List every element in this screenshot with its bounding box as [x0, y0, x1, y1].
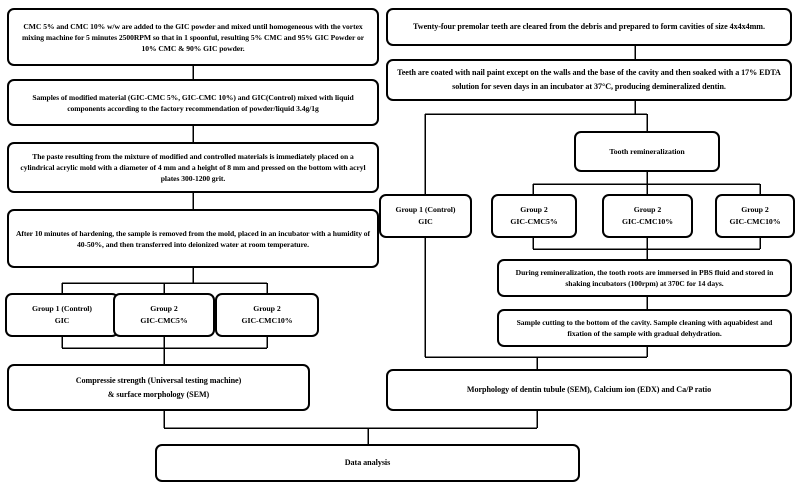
node-left-step4: After 10 minutes of hardening, the sampl…: [7, 209, 379, 268]
node-left-step2: Samples of modified material (GIC-CMC 5%…: [7, 79, 379, 126]
node-data-analysis: Data analysis: [155, 444, 580, 482]
node-right-step4: Sample cutting to the bottom of the cavi…: [497, 309, 792, 347]
node-right-group1-control-text: Group 1 (Control) GIC: [395, 205, 456, 226]
node-right-outcome-text: Morphology of dentin tubule (SEM), Calci…: [466, 385, 712, 395]
node-right-step4-text: Sample cutting to the bottom of the cavi…: [516, 318, 773, 338]
node-right-group2-cmc10-a: Group 2 GIC-CMC10%: [602, 194, 693, 238]
node-right-group2-cmc10-b: Group 2 GIC-CMC10%: [715, 194, 795, 238]
node-left-group1-control-text: Group 1 (Control) GIC: [32, 304, 92, 325]
node-left-group2-cmc5-text: Group 2 GIC-CMC5%: [140, 304, 188, 325]
node-left-group2-cmc10-text: Group 2 GIC-CMC10%: [241, 304, 293, 325]
node-right-step3-text: During remineralization, the tooth roots…: [515, 268, 774, 288]
node-tooth-remineralization: Tooth remineralization: [574, 131, 720, 172]
node-right-step2-text: Teeth are coated with nail paint except …: [397, 68, 781, 91]
node-right-step1-text: Twenty-four premolar teeth are cleared f…: [413, 22, 765, 32]
node-left-step2-text: Samples of modified material (GIC-CMC 5%…: [32, 92, 354, 113]
node-left-outcome: Compressie strength (Universal testing m…: [7, 364, 310, 411]
node-right-step1: Twenty-four premolar teeth are cleared f…: [386, 8, 792, 46]
node-data-analysis-text: Data analysis: [344, 458, 391, 468]
node-right-group2-cmc5: Group 2 GIC-CMC5%: [491, 194, 577, 238]
node-right-group2-cmc5-text: Group 2 GIC-CMC5%: [510, 205, 558, 226]
node-left-outcome-text: Compressie strength (Universal testing m…: [75, 375, 242, 399]
node-left-group2-cmc10: Group 2 GIC-CMC10%: [215, 293, 319, 337]
node-left-step1-text: CMC 5% and CMC 10% w/w are added to the …: [21, 21, 365, 53]
node-left-step3-text: The paste resulting from the mixture of …: [20, 152, 366, 183]
node-left-step4-text: After 10 minutes of hardening, the sampl…: [15, 228, 371, 249]
node-right-group1-control: Group 1 (Control) GIC: [379, 194, 472, 238]
node-left-step1: CMC 5% and CMC 10% w/w are added to the …: [7, 8, 379, 66]
node-tooth-remineralization-text: Tooth remineralization: [609, 146, 685, 156]
node-left-step3: The paste resulting from the mixture of …: [7, 142, 379, 193]
node-right-step2: Teeth are coated with nail paint except …: [386, 59, 792, 101]
node-left-group1-control: Group 1 (Control) GIC: [5, 293, 119, 337]
node-right-group2-cmc10-a-text: Group 2 GIC-CMC10%: [621, 205, 674, 226]
node-right-outcome: Morphology of dentin tubule (SEM), Calci…: [386, 369, 792, 411]
node-right-step3: During remineralization, the tooth roots…: [497, 259, 792, 297]
node-right-group2-cmc10-b-text: Group 2 GIC-CMC10%: [729, 205, 781, 226]
node-left-group2-cmc5: Group 2 GIC-CMC5%: [113, 293, 215, 337]
